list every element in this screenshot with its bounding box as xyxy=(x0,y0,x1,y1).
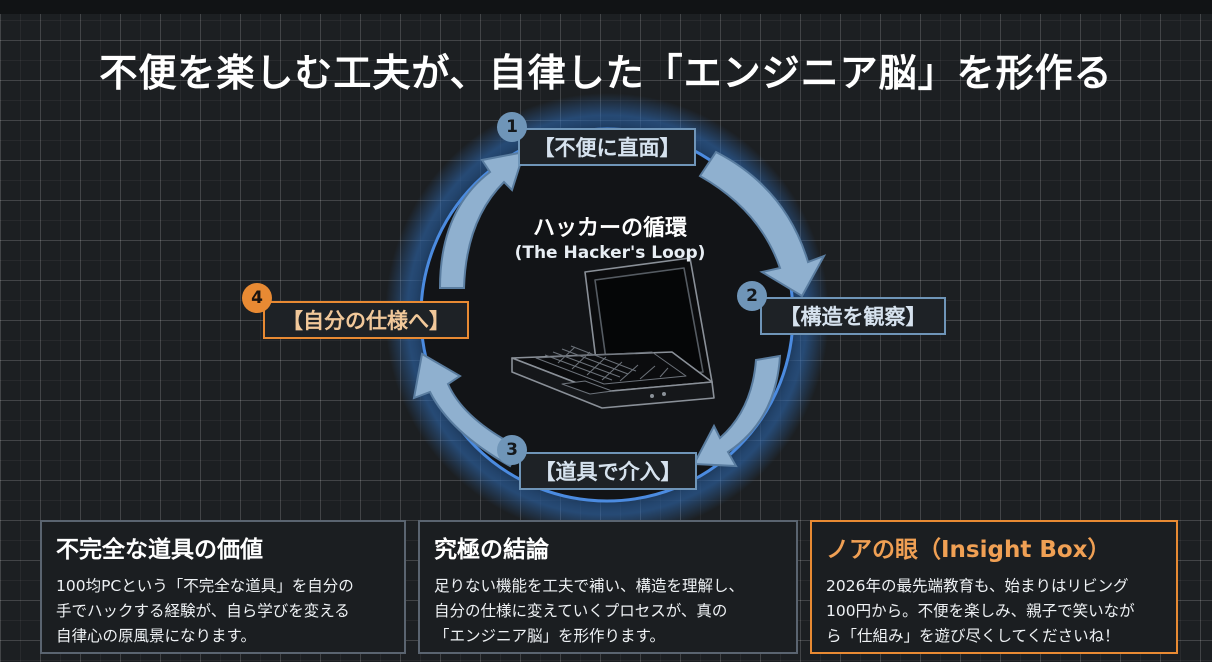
panel-title: 不完全な道具の価値 xyxy=(56,537,263,563)
arrow-1-to-2 xyxy=(698,150,827,298)
panel-body: 足りない機能を工夫で補い、構造を理解し、 自分の仕様に変えていくプロセスが、真の… xyxy=(434,577,745,645)
arrow-3-to-4 xyxy=(412,352,522,468)
step-4-number: 4 xyxy=(242,283,272,313)
step-1-number: 1 xyxy=(497,112,527,142)
panel-conclusion: 究極の結論 足りない機能を工夫で補い、構造を理解し、 自分の仕様に変えていくプロ… xyxy=(418,520,798,654)
panel-title: ノアの眼（Insight Box） xyxy=(826,537,1111,563)
step-2-number: 2 xyxy=(737,281,767,311)
loop-subtitle: (The Hacker's Loop) xyxy=(514,243,706,263)
panel-title: 究極の結論 xyxy=(434,537,549,563)
step-1-label: 【不便に直面】 xyxy=(533,136,681,160)
step-3-number: 3 xyxy=(497,435,527,465)
step-3-label: 【道具で介入】 xyxy=(534,460,682,484)
panel-body: 100均PCという「不完全な道具」を自分の 手でハックする経験が、自ら学びを変え… xyxy=(56,577,354,645)
step-4-box: 【自分の仕様へ】 xyxy=(263,301,469,339)
step-2-box: 【構造を観察】 xyxy=(760,297,946,335)
panel-imperfect-tools: 不完全な道具の価値 100均PCという「不完全な道具」を自分の 手でハックする経… xyxy=(40,520,406,654)
step-2-label: 【構造を観察】 xyxy=(779,305,927,329)
step-3-box: 【道具で介入】 xyxy=(519,452,697,490)
step-4-label: 【自分の仕様へ】 xyxy=(282,309,450,333)
panel-insight-box: ノアの眼（Insight Box） 2026年の最先端教育も、始まりはリビング … xyxy=(810,520,1178,654)
panel-body: 2026年の最先端教育も、始まりはリビング 100円から。不便を楽しみ、親子で笑… xyxy=(826,577,1135,645)
laptop-icon xyxy=(511,257,715,409)
step-1-box: 【不便に直面】 xyxy=(518,128,696,166)
page-title: 不便を楽しむ工夫が、自律した「エンジニア脳」を形作る xyxy=(99,51,1113,95)
loop-title: ハッカーの循環 xyxy=(532,216,687,241)
